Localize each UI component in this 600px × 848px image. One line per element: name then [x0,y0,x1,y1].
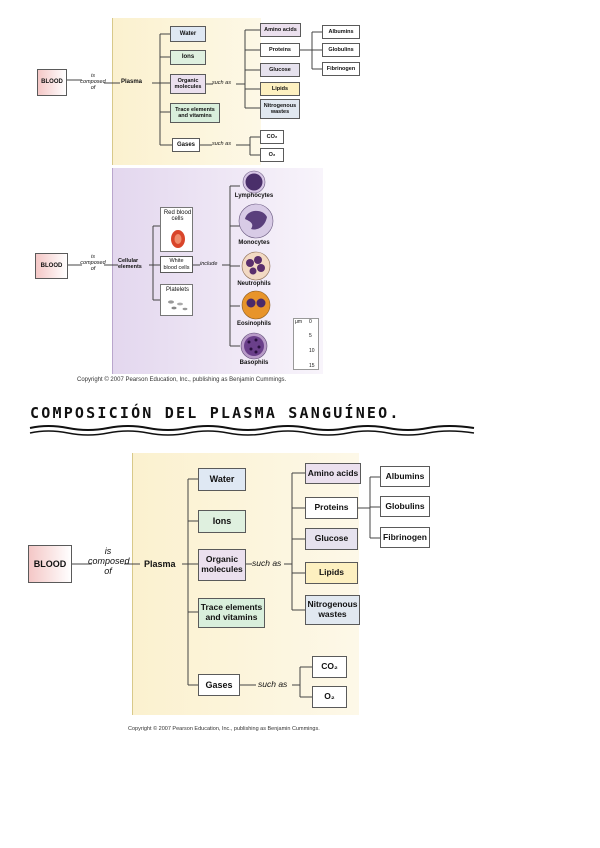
bottom-glucose-box: Glucose [305,528,358,550]
bottom-blood-box: BLOOD [28,545,72,583]
bottom-trace-elements-box: Trace elements and vitamins [198,598,265,628]
bottom-ions-box: Ions [198,510,246,533]
bottom-nitrogenous-wastes-box: Nitrogenous wastes [305,595,360,625]
bottom-such-as-label-2: such as [258,680,287,689]
bottom-co2-box: CO₂ [312,656,347,678]
bottom-organic-molecules-box: Organic molecules [198,549,246,581]
bottom-lipids-box: Lipids [305,562,358,584]
bottom-albumins-box: Albumins [380,466,430,487]
bottom-water-box: Water [198,468,246,491]
bottom-proteins-box: Proteins [305,497,358,519]
bottom-gases-box: Gases [198,674,240,696]
bottom-copyright: Copyright © 2007 Pearson Education, Inc.… [128,726,320,732]
bottom-fibrinogen-box: Fibrinogen [380,527,430,548]
bottom-is-composed-of-label: is composed of [88,547,128,577]
bottom-such-as-label-1: such as [252,559,281,568]
bottom-o2-box: O₂ [312,686,347,708]
bottom-globulins-box: Globulins [380,496,430,517]
bottom-plasma-label: Plasma [144,559,176,569]
bottom-amino-acids-box: Amino acids [305,463,361,484]
